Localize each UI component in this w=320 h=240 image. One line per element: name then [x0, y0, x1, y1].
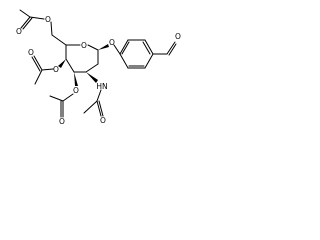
amide-nitrogen-label: HN — [96, 82, 107, 91]
glycosidic-oxygen-label: O — [109, 38, 115, 47]
aldehyde-group — [152, 41, 177, 56]
c3-acetoxy-group — [49, 72, 78, 118]
chemical-structure: O O O O O O O O HN O O — [16, 9, 181, 126]
benzene-ring — [119, 39, 154, 69]
pyranose-ring — [65, 44, 99, 73]
c4-acetoxy-group — [31, 55, 66, 85]
ring-oxygen-label: O — [81, 41, 87, 50]
c4-carbonyl-oxygen-label: O — [28, 48, 34, 57]
aldehyde-oxygen-label: O — [175, 32, 181, 41]
c2-acetamido-group — [83, 72, 104, 117]
c6-acetyl-group — [19, 9, 67, 46]
c3-carbonyl-oxygen-label: O — [59, 117, 65, 126]
amide-carbonyl-oxygen-label: O — [100, 116, 106, 125]
c4-ester-oxygen-label: O — [53, 65, 59, 74]
c6-carbonyl-oxygen-label: O — [16, 27, 22, 36]
c3-ester-oxygen-label: O — [73, 86, 79, 95]
c6-ester-oxygen-label: O — [45, 15, 51, 24]
glycosidic-linkage — [98, 44, 121, 55]
